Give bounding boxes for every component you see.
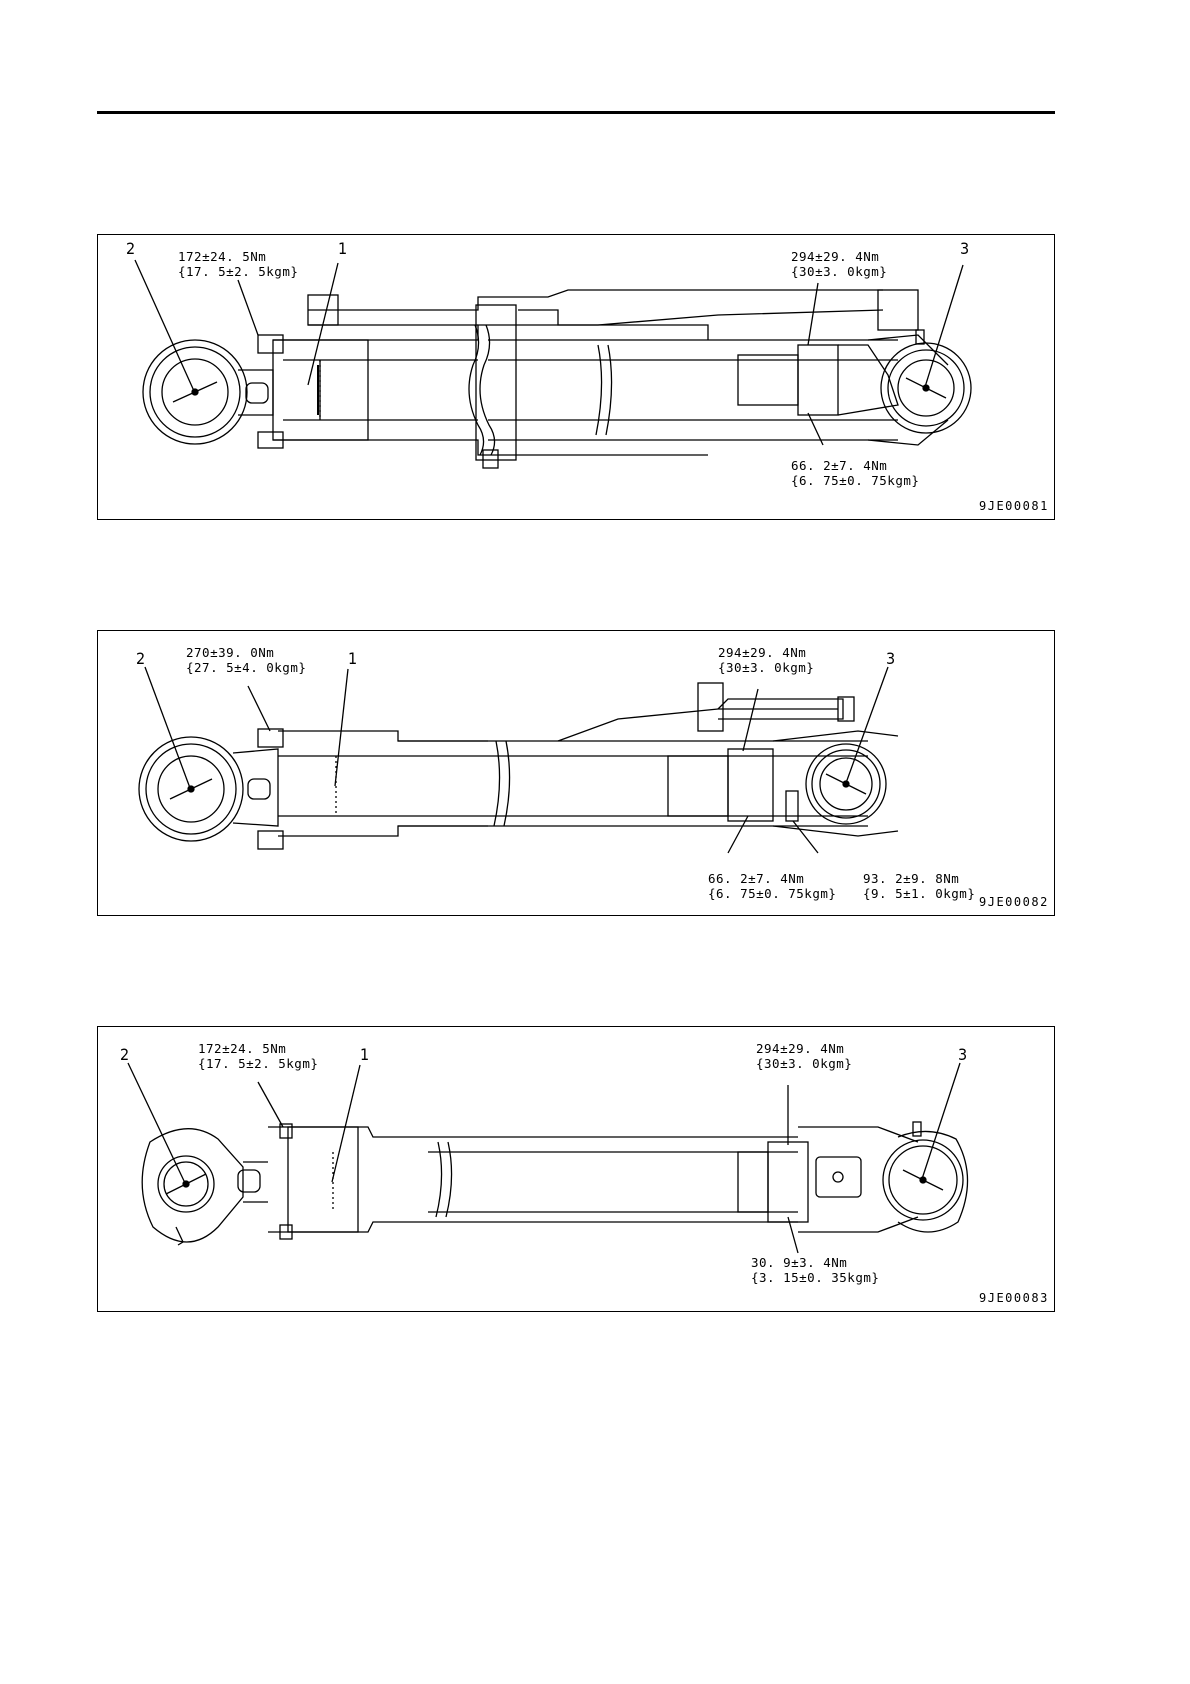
- cylinder-drawing-2: [138, 666, 899, 854]
- cylinder-diagram-2: 2 1 3 270±39. 0Nm {27. 5±4. 0kgm} 294±29…: [97, 630, 1055, 916]
- torque-label-left: 172±24. 5Nm {17. 5±2. 5kgm}: [198, 1041, 319, 1071]
- torque-label-bottom: 30. 9±3. 4Nm {3. 15±0. 35kgm}: [751, 1255, 880, 1285]
- torque-label-left: 270±39. 0Nm {27. 5±4. 0kgm}: [186, 645, 307, 675]
- torque-label-right: 294±29. 4Nm {30±3. 0kgm}: [756, 1041, 853, 1071]
- header-rule: [97, 111, 1055, 114]
- cylinder-diagram-3: 2 1 3 172±24. 5Nm {17. 5±2. 5kgm} 294±29…: [97, 1026, 1055, 1312]
- torque-label-bottom: 66. 2±7. 4Nm {6. 75±0. 75kgm}: [708, 871, 837, 901]
- torque-label-right: 294±29. 4Nm {30±3. 0kgm}: [791, 249, 888, 279]
- cylinder-diagram-1: 2 1 3 172±24. 5Nm {17. 5±2. 5kgm} 294±29…: [97, 234, 1055, 520]
- callout-3: 3: [958, 1045, 968, 1064]
- torque-label-bottom-2: 93. 2±9. 8Nm {9. 5±1. 0kgm}: [863, 871, 976, 901]
- callout-3: 3: [886, 649, 896, 668]
- callout-3: 3: [960, 239, 970, 258]
- torque-label-left: 172±24. 5Nm {17. 5±2. 5kgm}: [178, 249, 299, 279]
- callout-2: 2: [136, 649, 146, 668]
- torque-label-bottom: 66. 2±7. 4Nm {6. 75±0. 75kgm}: [791, 458, 920, 488]
- figure-code: 9JE00081: [979, 499, 1049, 513]
- callout-2: 2: [126, 239, 136, 258]
- torque-label-right: 294±29. 4Nm {30±3. 0kgm}: [718, 645, 815, 675]
- callout-2: 2: [120, 1045, 130, 1064]
- callout-1: 1: [360, 1045, 370, 1064]
- figure-code: 9JE00082: [979, 895, 1049, 909]
- figure-code: 9JE00083: [979, 1291, 1049, 1305]
- cylinder-drawing-1: [134, 259, 972, 469]
- callout-1: 1: [348, 649, 358, 668]
- callout-1: 1: [338, 239, 348, 258]
- cylinder-drawing-3: [127, 1062, 969, 1254]
